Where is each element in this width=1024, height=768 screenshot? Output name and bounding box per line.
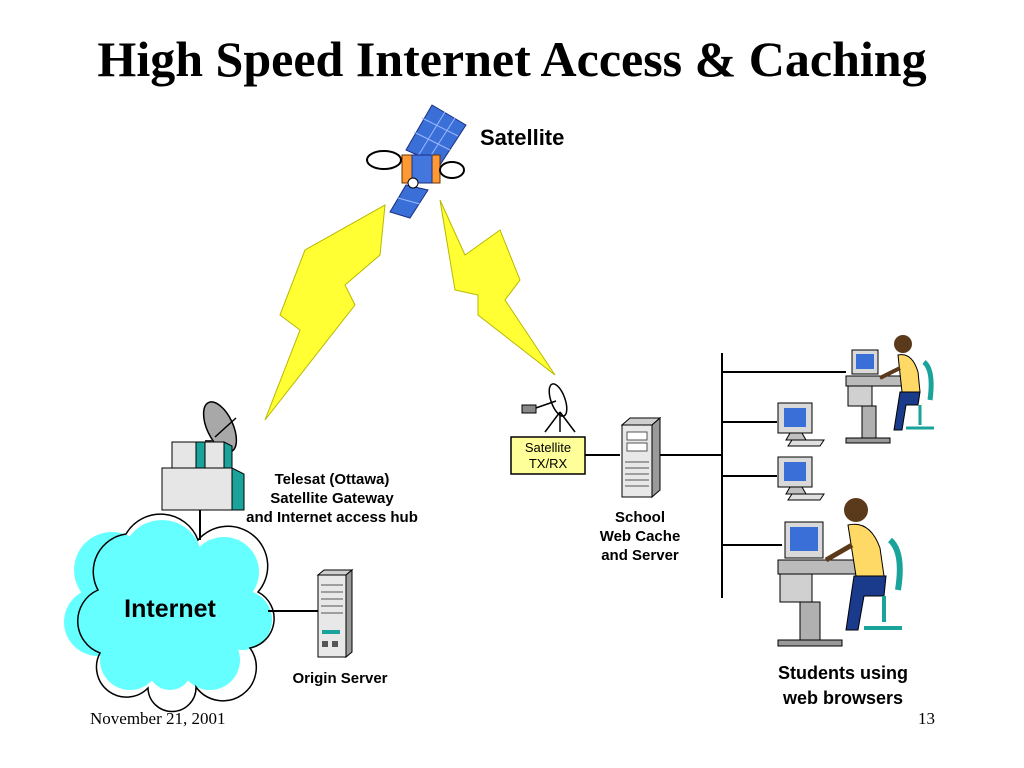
internet-label: Internet [124, 595, 216, 623]
student-icon-2 [777, 498, 903, 647]
satellite-txrx-line1: Satellite [524, 440, 572, 455]
satellite-txrx-box [510, 436, 586, 475]
student-icon-1 [845, 335, 934, 444]
satellite-label: Satellite [480, 125, 565, 150]
gateway-building-icon [161, 401, 245, 511]
school-server-label: School Web Cache and Server [570, 509, 710, 565]
school-label-line1: School [614, 509, 665, 526]
satellite-icon [366, 104, 467, 219]
gateway-label-line2: Satellite Gateway [270, 489, 394, 507]
footer-date: November 21, 2001 [90, 709, 226, 728]
students-label-line2: web browsers [782, 688, 904, 709]
school-label-line3: and Server [601, 546, 679, 564]
gateway-label-line1: Telesat (Ottawa) [274, 471, 390, 488]
slide-title: High Speed Internet Access & Caching [97, 31, 927, 87]
lightning-icon-right [439, 199, 556, 376]
computer-icon-2 [777, 456, 825, 501]
gateway-label: Telesat (Ottawa) Satellite Gateway and I… [222, 471, 442, 527]
computer-icon-1 [777, 402, 825, 447]
satellite-txrx-label: Satellite TX/RX [511, 440, 585, 473]
school-label-line2: Web Cache [599, 527, 681, 545]
students-label: Students using web browsers [738, 661, 948, 711]
cloud-icon [64, 513, 275, 713]
dish-icon [521, 383, 576, 433]
gateway-label-line3: and Internet access hub [246, 508, 418, 526]
footer-page-number: 13 [918, 709, 935, 728]
students-label-line1: Students using [778, 663, 908, 683]
satellite-txrx-line2: TX/RX [528, 456, 568, 472]
lightning-icon-left [264, 204, 386, 421]
server-tower-icon-origin [316, 568, 354, 659]
origin-server-label: Origin Server [292, 670, 388, 687]
server-tower-icon-school [620, 416, 662, 499]
